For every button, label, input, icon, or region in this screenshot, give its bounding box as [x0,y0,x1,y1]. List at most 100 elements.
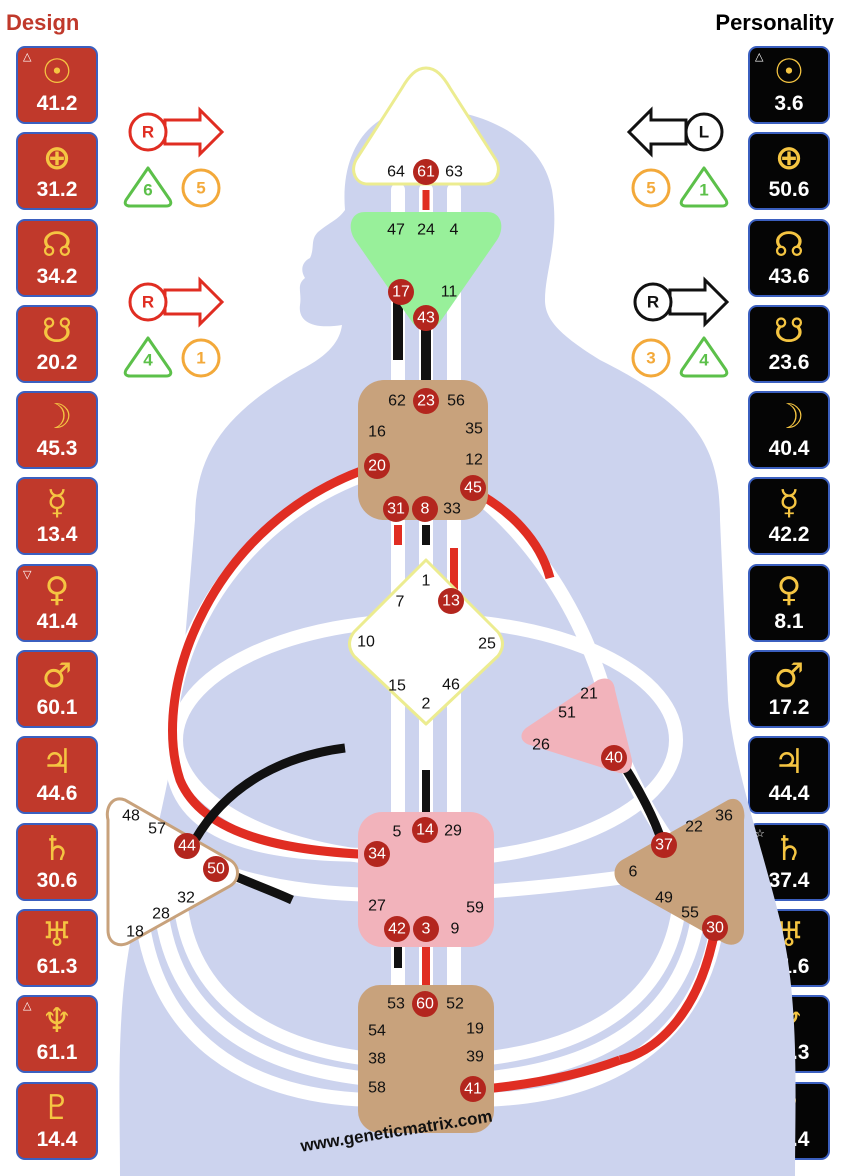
design-planet-value: 44.6 [36,782,78,806]
personality-planet-4: ☽40.4 [748,391,830,470]
solar-gate-5: 55 [681,905,699,922]
personality-planet-7: ♂17.2 [748,650,830,729]
throat-gate-7: 45 [464,480,482,497]
design-planet-value: 41.4 [36,609,78,633]
personality-planet-value: 44.4 [768,782,810,806]
active-gate-marker [384,916,410,942]
root-gate-1: 60 [416,996,434,1013]
personality-planet-value: 17.2 [768,696,810,720]
personality-planet-mark: △ [755,50,764,63]
spleen-gate-1: 57 [148,821,166,838]
design-planet-mark: ▽ [23,567,32,581]
active-gate-marker [174,833,200,859]
design-top-tri-icon: 6 5 [123,166,221,208]
personality-bottom-circ-label: 3 [646,349,655,368]
moon-icon: ☽ [773,397,805,438]
design-planet-0: △☉41.2 [16,46,98,124]
personality-bottom-arrow-label: R [647,293,659,312]
g-gate-5: 15 [388,678,406,695]
personality-top-tri-icon: 5 1 [631,166,729,208]
active-gate-marker [364,453,390,479]
design-bottom-tri-icon: 4 1 [123,336,221,378]
venus-icon: ♀ [776,569,802,610]
throat-gate-2: 56 [447,393,465,410]
throat-center [358,380,488,520]
personality-top-arrow-icon: L [626,106,724,158]
design-planet-value: 13.4 [36,523,78,547]
active-gate-marker [388,279,414,305]
design-planet-value: 61.3 [36,954,78,978]
design-planet-3: ☋20.2 [16,304,98,383]
root-gate-7: 58 [368,1080,386,1097]
ego-gate-3: 40 [605,750,623,767]
pluto-icon: ♇ [41,1087,73,1128]
sacral-gate-7: 3 [422,921,431,938]
design-planet-value: 41.2 [36,92,78,115]
head-gate-0: 64 [387,164,405,181]
design-planet-5: ☿13.4 [16,477,98,556]
active-gate-marker [413,916,439,942]
ego-gate-0: 21 [580,686,598,703]
active-gate-marker [364,841,390,867]
personality-planet-value: 23.6 [768,350,810,374]
design-planet-12: ♇14.4 [16,1081,98,1160]
solar-gate-6: 30 [706,920,724,937]
personality-planet-5: ☿42.2 [748,477,830,556]
design-planet-value: 20.2 [36,350,78,374]
design-planet-mark: △ [23,999,32,1013]
ego-gate-2: 26 [532,737,550,754]
ajna-center [350,212,502,330]
personality-planet-8: ♃44.4 [748,736,830,815]
active-gate-marker [460,475,486,501]
active-gate-marker [412,496,438,522]
design-planet-7: ♂60.1 [16,650,98,729]
active-gate-marker [203,856,229,882]
throat-gate-0: 62 [388,393,406,410]
active-gate-marker [413,388,439,414]
design-planet-value: 31.2 [36,178,78,202]
g-gate-6: 46 [442,677,460,694]
sun-icon: ☉ [773,52,805,92]
design-bottom-arrow-label: R [142,293,154,312]
active-gate-marker [413,159,439,185]
design-planet-4: ☽45.3 [16,391,98,470]
active-gate-marker [651,832,677,858]
personality-top-tri-label: 1 [699,181,708,200]
sacral-gate-6: 42 [388,921,406,938]
ego-gate-1: 51 [558,705,576,722]
solar-plexus-center [614,798,745,945]
mercury-icon: ☿ [46,483,68,524]
north-node-icon: ☊ [773,224,805,265]
design-planet-10: ♅61.3 [16,908,98,987]
root-center [358,985,494,1133]
personality-bottom-tri-label: 4 [699,351,709,370]
g-gate-2: 13 [442,593,460,610]
root-gate-5: 38 [368,1051,386,1068]
throat-gate-9: 8 [421,501,430,518]
earth-icon: ⊕ [42,138,72,179]
personality-planet-value: 42.2 [768,523,810,547]
sacral-gate-3: 34 [368,846,386,863]
sacral-gate-8: 9 [451,921,460,938]
solar-gate-2: 37 [655,837,673,854]
south-node-icon: ☋ [773,310,805,351]
design-bottom-tri-label: 4 [143,351,153,370]
personality-planet-2: ☊43.6 [748,218,830,297]
solar-gate-1: 22 [685,819,703,836]
personality-planet-column: △☉3.6⊕50.6☊43.6☋23.6☽40.4☿42.2♀8.1♂17.2♃… [748,46,834,1168]
sun-icon: ☉ [41,52,73,92]
throat-gate-6: 12 [465,452,483,469]
spleen-gate-3: 50 [207,861,225,878]
jupiter-icon: ♃ [41,742,73,783]
uranus-icon: ♅ [41,914,73,955]
spleen-center [105,797,239,947]
sacral-center [358,812,494,947]
throat-gate-5: 20 [368,458,386,475]
throat-gate-8: 31 [387,501,405,518]
sacral-gate-5: 59 [466,900,484,917]
jupiter-icon: ♃ [773,742,805,783]
design-planet-value: 45.3 [36,437,78,461]
active-gate-marker [413,305,439,331]
